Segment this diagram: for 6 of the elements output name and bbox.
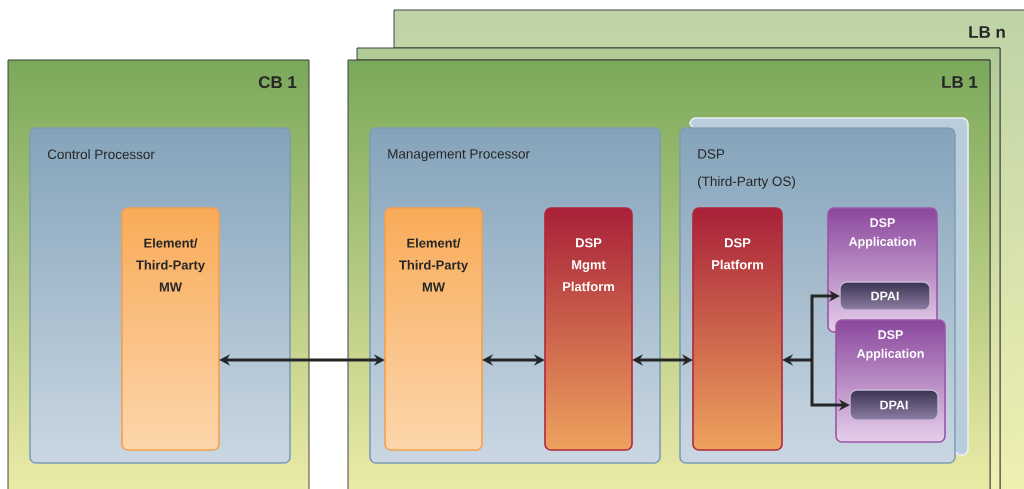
interface-box: DPAI: [839, 281, 931, 311]
middleware-box: Element/ Third-Party MW: [384, 207, 483, 451]
interface-box: DPAI: [849, 389, 939, 421]
middleware-box: Element/ Third-Party MW: [121, 207, 220, 451]
platform-box: DSP Platform: [692, 207, 783, 451]
platform-box: DSP Mgmt Platform: [544, 207, 633, 451]
